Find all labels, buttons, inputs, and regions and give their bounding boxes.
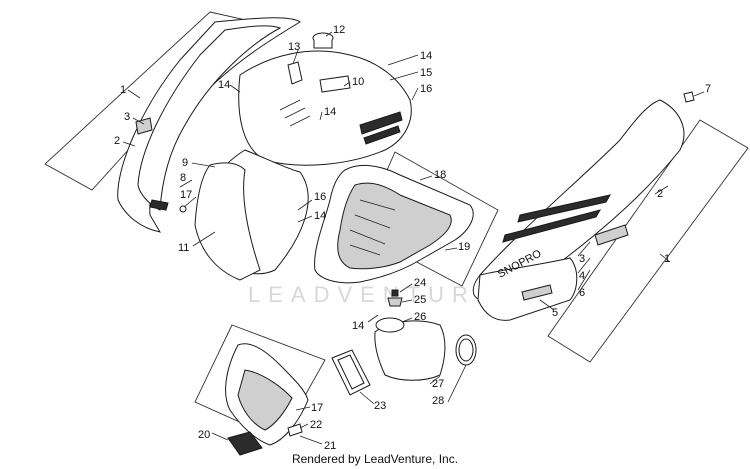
bracket-right-side-panel [547, 119, 749, 363]
callout-6: 6 [579, 287, 585, 299]
storage-tray-inner [337, 182, 452, 270]
hose-clamp-28-inner [458, 338, 474, 362]
callout-24: 24 [414, 277, 426, 289]
callout-2-left: 2 [114, 135, 120, 147]
callout-3-left: 3 [124, 111, 130, 123]
callout-13: 13 [288, 41, 300, 53]
callout-16-mid: 16 [314, 191, 326, 203]
lower-clip-22 [287, 423, 303, 437]
callout-11: 11 [178, 242, 189, 254]
left-side-panel-assembly [44, 11, 301, 233]
callout-25: 25 [414, 294, 426, 306]
hood-assembly [194, 32, 412, 281]
right-side-panel-badge [594, 224, 629, 246]
callout-14-b: 14 [420, 50, 432, 62]
hood-lower-body [194, 162, 261, 281]
callout-9: 9 [182, 157, 188, 169]
callout-22: 22 [310, 419, 322, 431]
callout-10: 10 [352, 76, 364, 88]
callout-28: 28 [432, 395, 444, 407]
intake-flange-26 [375, 317, 405, 333]
rendered-by-footer: Rendered by LeadVenture, Inc. [291, 452, 459, 466]
callout-17-left: 17 [180, 189, 192, 201]
storage-tray-assembly [314, 151, 499, 287]
callout-23: 23 [374, 400, 386, 412]
callout-19: 19 [458, 241, 470, 253]
lower-front-panel-grille [237, 369, 293, 431]
callout-21: 21 [324, 440, 336, 452]
callout-26: 26 [414, 311, 426, 323]
callout-17-lower: 17 [311, 402, 323, 414]
left-side-panel-fastener [179, 205, 187, 213]
fastener-25 [387, 297, 403, 307]
callout-14-a: 14 [218, 79, 230, 91]
callout-14-d: 14 [314, 210, 326, 222]
callout-27: 27 [432, 378, 444, 390]
bracket-left-side-panel [44, 11, 247, 191]
callout-1-right: 1 [664, 253, 670, 265]
right-decal-5 [521, 284, 553, 301]
right-side-panel-stripe-1 [517, 194, 611, 223]
air-intake-assembly [331, 289, 477, 396]
right-side-panel-stripe-2 [502, 209, 602, 243]
callout-14-c: 14 [324, 106, 336, 118]
left-side-panel-inner [137, 25, 282, 211]
hood-bracket-part-10 [319, 75, 351, 93]
hood-vent-hatch [279, 99, 311, 127]
callout-8: 8 [180, 172, 186, 184]
right-side-panel-lower [477, 257, 578, 321]
callout-18: 18 [434, 169, 446, 181]
hood-inner-part-13 [287, 61, 303, 85]
hood-vent-right [359, 111, 403, 135]
callout-4: 4 [579, 270, 585, 282]
intake-gasket-23-inner [337, 354, 365, 390]
hood-vent-right-2 [363, 125, 401, 145]
callout-5: 5 [552, 307, 558, 319]
fastener-24 [391, 289, 399, 297]
lower-mount-20 [227, 431, 263, 456]
callout-2-right: 2 [657, 188, 663, 200]
storage-tray-ribs [349, 199, 396, 256]
callout-14-e: 14 [352, 320, 364, 332]
callout-16-top: 16 [420, 83, 432, 95]
callout-1-left: 1 [120, 84, 126, 96]
callout-12: 12 [333, 24, 345, 36]
gas-cap-neck [313, 40, 333, 49]
left-side-panel-decal [149, 199, 169, 211]
watermark: LEADVENTURE [248, 282, 499, 307]
callouts: 1 3 2 8 17 11 9 13 12 14 10 14 15 16 14 … [114, 24, 711, 452]
callout-20: 20 [198, 429, 210, 441]
lower-front-assembly [194, 324, 326, 456]
callout-7: 7 [705, 83, 711, 95]
callout-15: 15 [420, 67, 432, 79]
callout-3-right: 3 [579, 253, 585, 265]
clip-7 [683, 91, 695, 103]
intake-boot-27 [374, 320, 446, 381]
right-side-panel-assembly: SNOPRO [472, 91, 749, 363]
